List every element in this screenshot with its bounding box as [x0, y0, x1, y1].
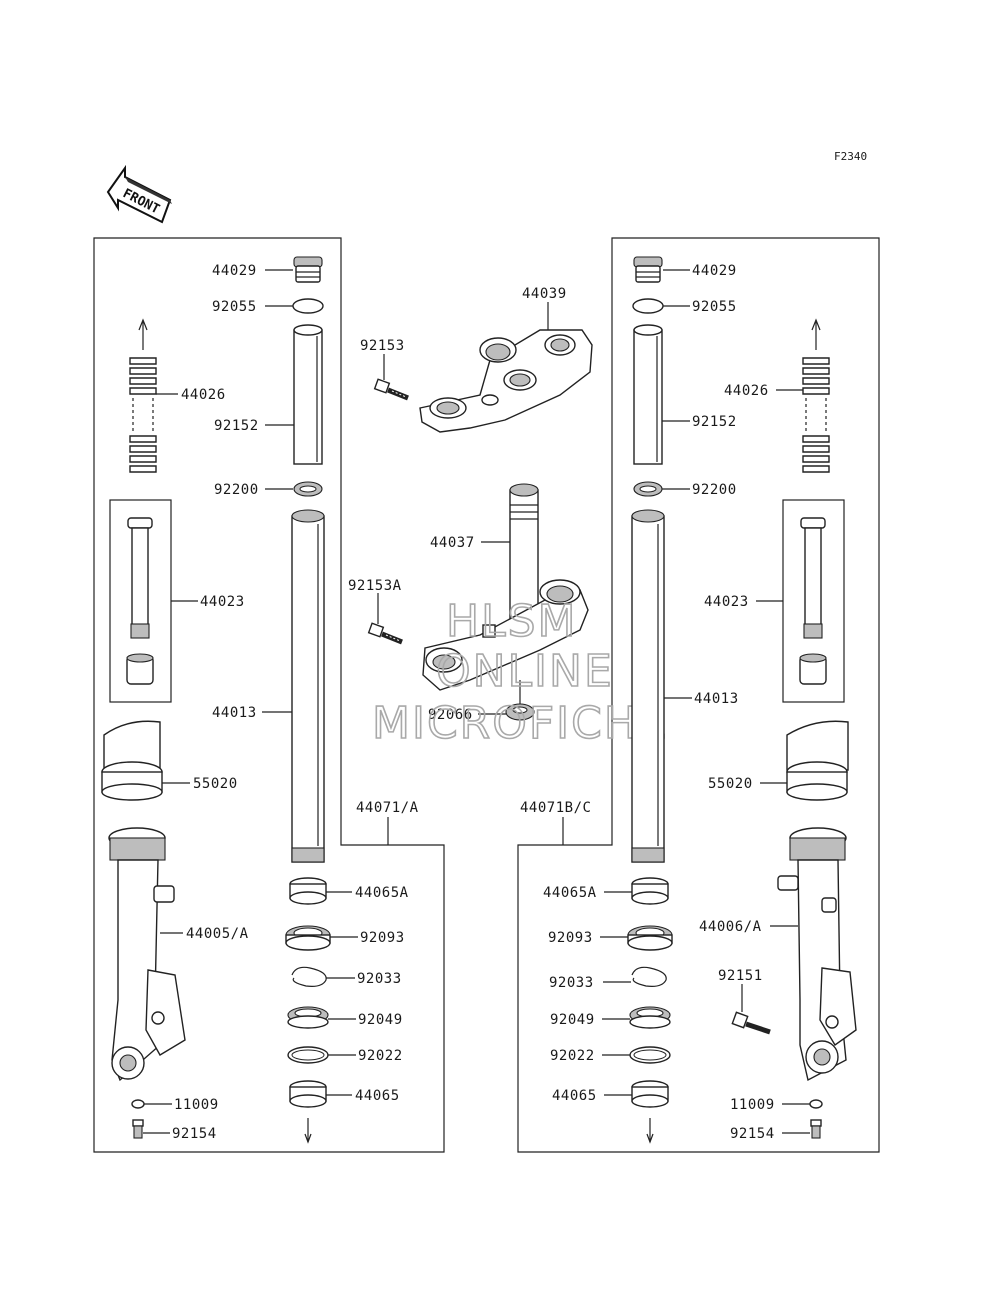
label-left-92022: 92022 — [358, 1048, 403, 1064]
right-guide-bushing — [631, 1080, 669, 1108]
label-right-44023: 44023 — [704, 594, 749, 610]
label-right-92022: 92022 — [550, 1048, 595, 1064]
svg-text:MICROFICHE: MICROFICHE — [372, 698, 669, 749]
left-fork-spring — [129, 318, 157, 473]
label-left-92093: 92093 — [360, 930, 405, 946]
label-44039: 44039 — [522, 286, 567, 302]
label-right-44013: 44013 — [694, 691, 739, 707]
left-inner-tube — [291, 509, 325, 863]
label-left-44029: 44029 — [212, 263, 257, 279]
label-right-92152: 92152 — [692, 414, 737, 430]
lower-clamp-bolt — [367, 622, 403, 645]
right-axle-clamp-bolt — [731, 1011, 771, 1035]
label-right-92154: 92154 — [730, 1126, 775, 1142]
right-spacer-pipe — [633, 324, 663, 465]
left-cartridge — [126, 517, 154, 685]
label-right-11009: 11009 — [730, 1097, 775, 1113]
label-right-92200: 92200 — [692, 482, 737, 498]
label-left-92033: 92033 — [357, 971, 402, 987]
label-right-44065A: 44065A — [543, 885, 597, 901]
right-outer-tube — [777, 827, 857, 1082]
left-guide-bushing — [289, 1080, 327, 1108]
label-left-92154: 92154 — [172, 1126, 217, 1142]
label-left-11009: 11009 — [174, 1097, 219, 1113]
label-left-44065: 44065 — [355, 1088, 400, 1104]
left-fork-frame — [93, 237, 445, 1153]
label-right-92093: 92093 — [548, 930, 593, 946]
label-left-44065A: 44065A — [355, 885, 409, 901]
label-left-44071: 44071/A — [356, 800, 419, 816]
label-left-55020: 55020 — [193, 776, 238, 792]
right-o-ring — [632, 298, 664, 314]
label-92066: 92066 — [428, 707, 473, 723]
watermark: HLSM ONLINE MICROFICHE — [371, 595, 669, 750]
label-left-44013: 44013 — [212, 705, 257, 721]
right-fork-guard — [786, 720, 849, 801]
label-92153: 92153 — [360, 338, 405, 354]
left-guide-bushing-a — [289, 877, 327, 905]
label-left-44026: 44026 — [181, 387, 226, 403]
label-left-44023: 44023 — [200, 594, 245, 610]
label-right-44006: 44006/A — [699, 919, 762, 935]
label-92153A: 92153A — [348, 578, 402, 594]
left-outer-tube — [108, 827, 186, 1082]
left-spacer-pipe — [293, 324, 323, 465]
right-fork-frame — [517, 237, 880, 1153]
label-right-44029: 44029 — [692, 263, 737, 279]
label-right-55020: 55020 — [708, 776, 753, 792]
right-cap-bolt — [633, 256, 663, 283]
left-oil-seal — [285, 925, 331, 951]
label-right-44071: 44071B/C — [520, 800, 591, 816]
left-seal-washer — [287, 1046, 329, 1064]
left-dust-seal — [287, 1006, 329, 1029]
label-44037: 44037 — [430, 535, 475, 551]
steering-stem-lower-bracket — [422, 483, 589, 691]
label-right-44026: 44026 — [724, 383, 769, 399]
right-retaining-clip — [631, 966, 667, 987]
left-fork-guard — [101, 720, 163, 801]
right-inner-tube — [631, 509, 665, 863]
left-drain-gasket — [131, 1099, 145, 1109]
label-left-92200: 92200 — [214, 482, 259, 498]
right-bottom-bolt — [810, 1119, 822, 1139]
label-right-44065: 44065 — [552, 1088, 597, 1104]
label-right-92151: 92151 — [718, 968, 763, 984]
label-left-92049: 92049 — [358, 1012, 403, 1028]
right-oil-seal — [627, 925, 673, 951]
label-right-92049: 92049 — [550, 1012, 595, 1028]
upper-clamp-bolt — [373, 378, 409, 401]
svg-text:ONLINE: ONLINE — [436, 646, 614, 697]
label-right-92033: 92033 — [549, 975, 594, 991]
label-right-92055: 92055 — [692, 299, 737, 315]
right-fork-spring — [802, 318, 830, 473]
left-o-ring — [292, 298, 324, 314]
right-guide-bushing-a — [631, 877, 669, 905]
figure-code: F2340 — [834, 150, 867, 163]
left-retaining-clip — [291, 966, 327, 987]
upper-bracket — [419, 329, 593, 433]
svg-text:HLSM: HLSM — [446, 596, 578, 647]
label-left-92152: 92152 — [214, 418, 259, 434]
front-arrow-icon: FRONT — [106, 164, 172, 224]
right-cartridge — [799, 517, 827, 685]
label-left-92055: 92055 — [212, 299, 257, 315]
right-seal-washer — [629, 1046, 671, 1064]
label-left-44005: 44005/A — [186, 926, 249, 942]
right-drain-gasket — [809, 1099, 823, 1109]
right-dust-seal — [629, 1006, 671, 1029]
left-cap-bolt — [293, 256, 323, 283]
left-bottom-bolt — [132, 1119, 144, 1139]
